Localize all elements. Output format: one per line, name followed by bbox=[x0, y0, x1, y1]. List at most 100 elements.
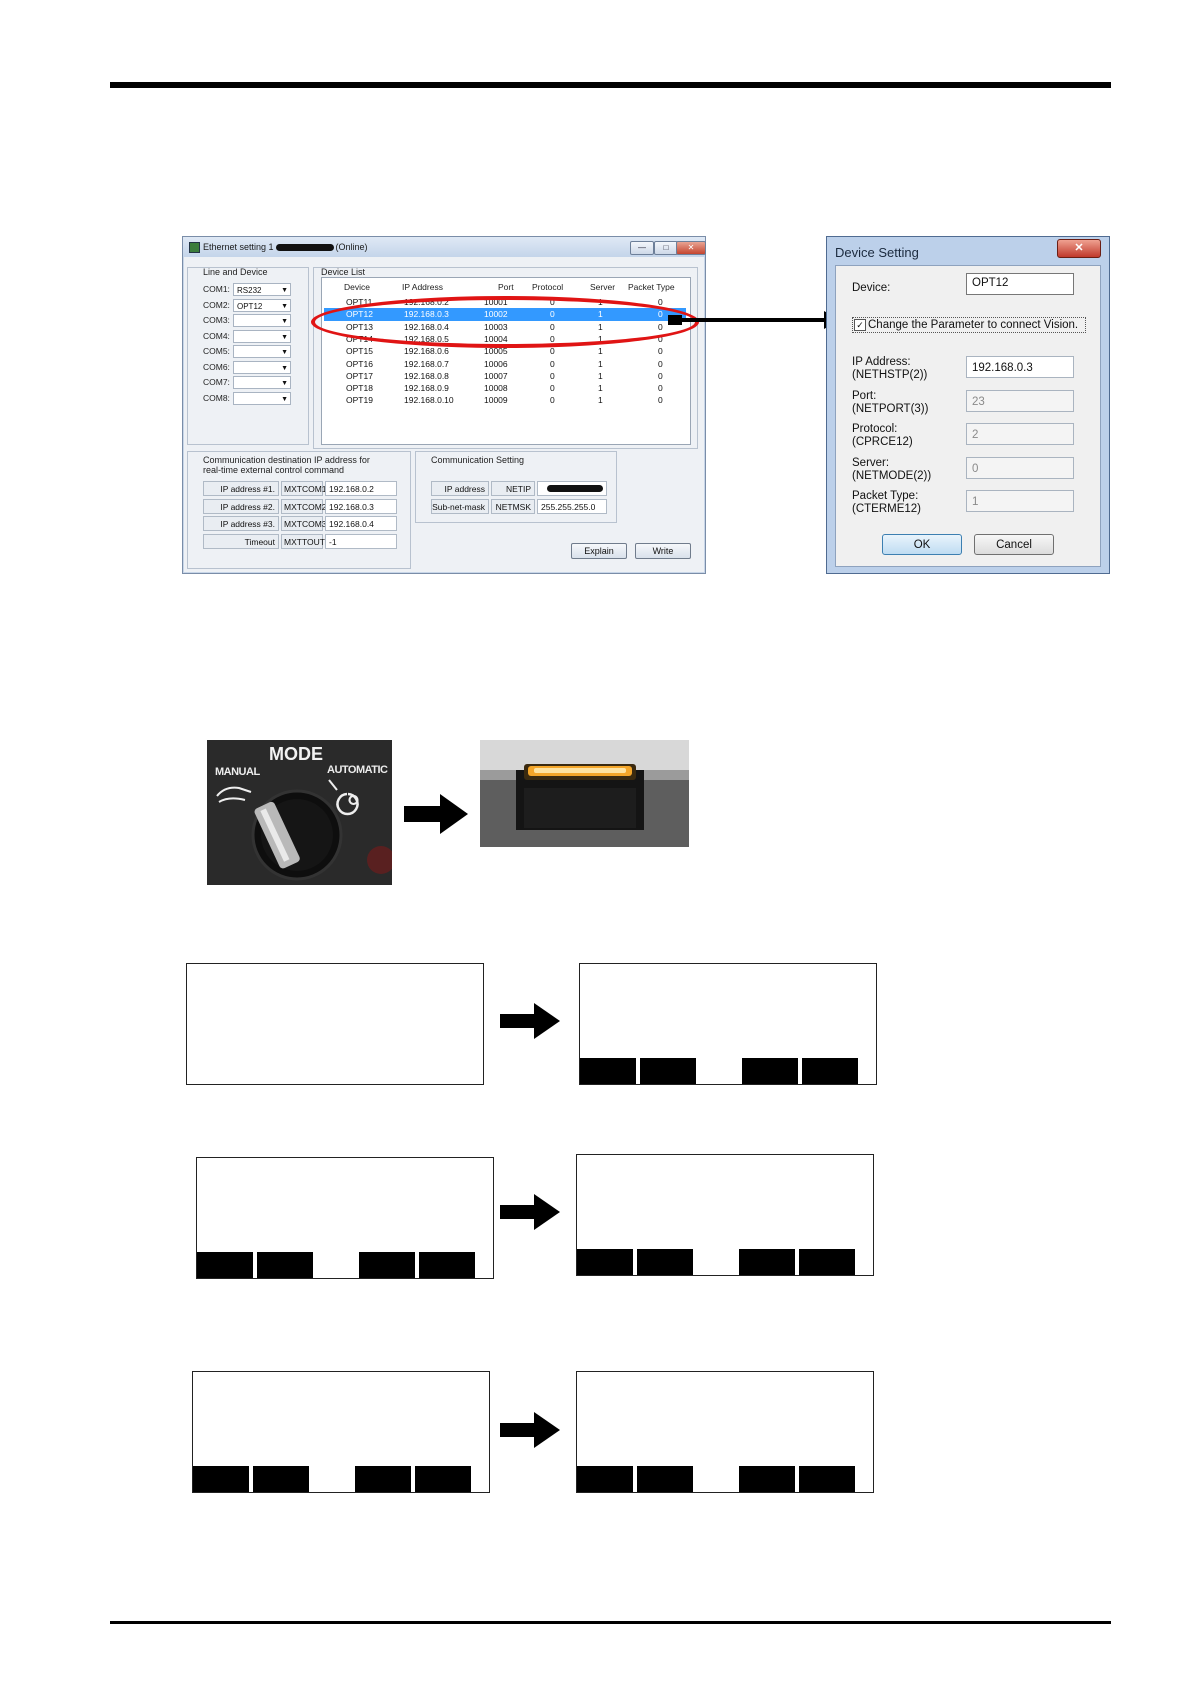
com-select[interactable]: ▼ bbox=[233, 314, 291, 327]
com-value: RS232 bbox=[237, 286, 262, 295]
chevron-down-icon: ▼ bbox=[281, 380, 288, 387]
param-name: Server: bbox=[852, 456, 890, 469]
write-button[interactable]: Write bbox=[635, 543, 691, 559]
arrow-1-shaft bbox=[404, 806, 442, 822]
function-key[interactable] bbox=[355, 1466, 411, 1492]
com-select[interactable]: ▼ bbox=[233, 391, 291, 405]
function-key[interactable] bbox=[640, 1058, 696, 1084]
com-select[interactable]: ▼ bbox=[233, 360, 291, 374]
col-protocol[interactable]: Protocol bbox=[532, 282, 564, 292]
dialog-close-button[interactable]: ✕ bbox=[1057, 239, 1101, 258]
dest-value-field[interactable]: 192.168.0.4 bbox=[325, 516, 397, 531]
table-cell: OPT15 bbox=[346, 346, 373, 357]
table-cell: 0 bbox=[550, 370, 555, 381]
table-cell: OPT16 bbox=[346, 358, 373, 369]
function-key[interactable] bbox=[257, 1252, 313, 1278]
pendant-screen bbox=[192, 1371, 490, 1493]
maximize-button[interactable]: □ bbox=[654, 241, 678, 255]
function-key[interactable] bbox=[799, 1466, 855, 1492]
com-select[interactable]: ▼ bbox=[233, 376, 291, 389]
redacted-text bbox=[275, 244, 334, 252]
step-arrow-head bbox=[534, 1003, 560, 1039]
param-code: (NETHSTP(2)) bbox=[852, 369, 928, 381]
com-label: COM2: bbox=[203, 299, 230, 310]
vision-checkbox[interactable]: ✓ bbox=[854, 319, 866, 331]
minimize-button[interactable]: — bbox=[630, 241, 654, 255]
function-key[interactable] bbox=[193, 1466, 249, 1492]
function-key[interactable] bbox=[637, 1249, 693, 1275]
close-button[interactable]: ✕ bbox=[676, 241, 706, 255]
setting-value-field[interactable]: 255.255.255.0 bbox=[537, 498, 607, 514]
function-key[interactable] bbox=[802, 1058, 858, 1084]
col-server[interactable]: Server bbox=[590, 282, 616, 292]
line-device-heading: Line and Device bbox=[203, 267, 268, 277]
function-key[interactable] bbox=[739, 1466, 795, 1492]
device-label: Device: bbox=[852, 282, 891, 294]
com-label: COM4: bbox=[203, 330, 230, 341]
step-arrow-head bbox=[534, 1194, 560, 1230]
dest-value-field[interactable]: -1 bbox=[325, 533, 397, 549]
param-label: IP Address:(NETHSTP(2)) bbox=[852, 356, 927, 382]
function-key[interactable] bbox=[580, 1058, 636, 1084]
table-cell: OPT11 bbox=[346, 297, 373, 307]
cancel-button[interactable]: Cancel bbox=[974, 534, 1054, 555]
dest-label: IP address #2. bbox=[203, 498, 279, 514]
table-cell: 0 bbox=[658, 297, 663, 307]
param-label: Packet Type:(CTERME12) bbox=[852, 490, 921, 516]
table-cell: 0 bbox=[658, 358, 663, 369]
com-select[interactable]: ▼ bbox=[233, 329, 291, 343]
com-select[interactable]: OPT12▼ bbox=[233, 298, 291, 312]
function-key[interactable] bbox=[637, 1466, 693, 1492]
dest-value-field[interactable]: 192.168.0.2 bbox=[325, 481, 397, 496]
function-key[interactable] bbox=[577, 1466, 633, 1492]
chevron-down-icon: ▼ bbox=[281, 395, 288, 403]
function-key[interactable] bbox=[197, 1252, 253, 1278]
function-key[interactable] bbox=[577, 1249, 633, 1275]
function-key[interactable] bbox=[739, 1249, 795, 1275]
lamp-icon bbox=[480, 740, 689, 847]
param-label: Protocol:(CPRCE12) bbox=[852, 423, 913, 449]
dest-value-field[interactable]: 192.168.0.3 bbox=[325, 498, 397, 514]
table-cell: 1 bbox=[598, 395, 603, 406]
manual-label: MANUAL bbox=[215, 766, 260, 778]
function-key[interactable] bbox=[799, 1249, 855, 1275]
table-cell: OPT19 bbox=[346, 395, 373, 406]
table-cell: 10007 bbox=[484, 370, 508, 381]
function-key[interactable] bbox=[253, 1466, 309, 1492]
window-title: Ethernet setting 1(Online) bbox=[203, 242, 368, 252]
col-packet-type[interactable]: Packet Type bbox=[628, 282, 675, 292]
footer-rule bbox=[110, 1621, 1111, 1624]
dest-label: Timeout bbox=[203, 533, 279, 549]
param-label: Port:(NETPORT(3)) bbox=[852, 390, 928, 416]
param-code: (NETPORT(3)) bbox=[852, 402, 929, 415]
table-cell: 192.168.0.10 bbox=[404, 395, 454, 406]
vision-checkbox-row[interactable]: ✓ Change the Parameter to connect Vision… bbox=[852, 317, 1086, 333]
dest-param: MXTCOM1 bbox=[281, 481, 327, 496]
param-field: 1 bbox=[966, 490, 1074, 512]
table-cell: 192.168.0.8 bbox=[404, 370, 449, 381]
col-ip-address[interactable]: IP Address bbox=[402, 282, 443, 292]
function-key[interactable] bbox=[419, 1252, 475, 1278]
com-select[interactable]: RS232▼ bbox=[233, 283, 291, 296]
step-arrow-shaft bbox=[500, 1014, 536, 1028]
function-key[interactable] bbox=[742, 1058, 798, 1084]
col-device[interactable]: Device bbox=[344, 282, 370, 292]
function-key[interactable] bbox=[359, 1252, 415, 1278]
param-label: Server:(NETMODE(2)) bbox=[852, 457, 931, 483]
table-cell: 1 bbox=[598, 383, 603, 394]
mode-switch-photo: MODE MANUAL AUTOMATIC bbox=[207, 740, 392, 885]
ok-button[interactable]: OK bbox=[882, 534, 962, 555]
function-key[interactable] bbox=[415, 1466, 471, 1492]
param-code: (NETMODE(2)) bbox=[852, 469, 932, 482]
col-port[interactable]: Port bbox=[498, 282, 514, 292]
explain-button[interactable]: Explain bbox=[571, 543, 627, 559]
com-select[interactable]: ▼ bbox=[233, 345, 291, 358]
param-name: Port: bbox=[852, 389, 877, 402]
pendant-screen bbox=[196, 1157, 494, 1279]
param-field[interactable]: 192.168.0.3 bbox=[966, 356, 1074, 378]
